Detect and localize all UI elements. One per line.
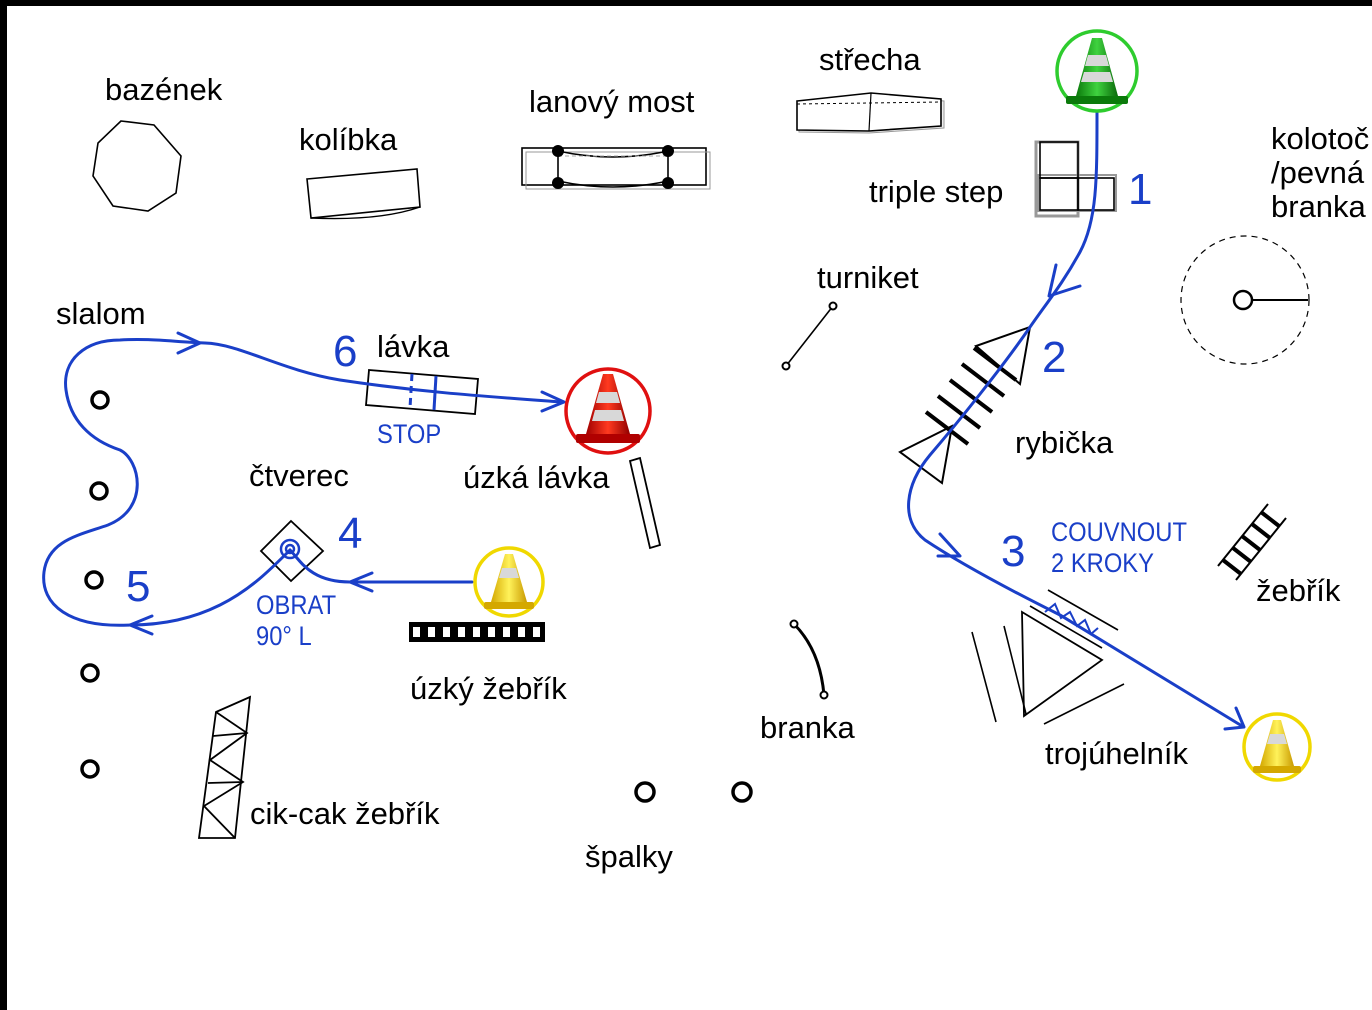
kolotoc-carousel [1180, 235, 1310, 365]
route-segment-cone-4 [288, 548, 474, 584]
bazenek-pool [92, 120, 182, 212]
lanovy-most-rope-bridge [521, 145, 711, 190]
turniket-turnstile [781, 301, 838, 371]
label-triple-step: triple step [869, 174, 1004, 209]
route-segment-slalom [42, 337, 564, 627]
label-rybicka: rybička [1015, 425, 1114, 460]
step-number-4: 4 [338, 509, 363, 558]
strecha-roof [796, 92, 945, 134]
waypoint-cone-triangle [1242, 712, 1312, 782]
note-obrat-line-1: OBRAT [256, 590, 337, 620]
label-zebrik: žebřík [1256, 573, 1341, 608]
label-kolotoc: kolotoč /pevná branka [1271, 121, 1370, 225]
arrowhead-to-square [348, 571, 374, 593]
label-uzky-zebrik: úzký žebřík [410, 671, 567, 706]
label-spalky: špalky [585, 839, 673, 874]
note-couvnout: COUVNOUT 2 KROKY [1051, 517, 1187, 579]
lavka-bench [365, 369, 479, 415]
note-stop: STOP [377, 419, 442, 449]
uzky-zebrik-narrow-ladder [409, 622, 545, 642]
route-arrowheads [128, 263, 1246, 731]
label-ctverec: čtverec [249, 458, 349, 493]
kolibka-rocker [306, 168, 421, 220]
arrowhead-slalom [176, 331, 202, 355]
note-obrat-line-2: 90° L [256, 621, 312, 652]
arrowhead-finish [540, 390, 566, 413]
arrowhead-start [1047, 263, 1082, 298]
step-number-2: 2 [1042, 333, 1067, 382]
obrat-turn-marker [279, 538, 301, 560]
route-segment-2-3 [907, 328, 1244, 728]
branka-gate [789, 619, 829, 700]
arrowhead-couvnout [936, 532, 962, 558]
label-kolotoc-line-2: /pevná [1271, 155, 1365, 191]
step-number-3: 3 [1001, 527, 1026, 576]
step-number-6: 6 [333, 327, 358, 376]
label-trojuhelnik: trojúhelník [1045, 736, 1189, 771]
note-couvnout-line-1: COUVNOUT [1051, 517, 1187, 547]
route-segment-4-5 [128, 548, 292, 627]
step-number-5: 5 [126, 562, 151, 611]
route-path [42, 110, 1244, 728]
label-turniket: turniket [817, 260, 919, 295]
triple-step-blocks [1034, 140, 1117, 218]
label-strecha: střecha [819, 42, 921, 77]
slalom-poles [80, 390, 110, 779]
label-kolibka: kolíbka [299, 122, 398, 157]
label-kolotoc-line-1: kolotoč [1271, 121, 1370, 156]
note-couvnout-line-2: 2 KROKY [1051, 548, 1155, 579]
stop-line [408, 373, 438, 411]
label-uzka-lavka: úzká lávka [463, 460, 610, 495]
waypoint-cone-square [473, 546, 545, 618]
uzka-lavka-narrow-beam [628, 456, 662, 550]
label-lavka: lávka [377, 329, 450, 364]
label-slalom: slalom [56, 296, 146, 331]
start-cone [1055, 29, 1139, 113]
spalky-blocks [634, 781, 753, 803]
arrowhead-to-5 [128, 614, 154, 636]
label-branka: branka [760, 710, 855, 745]
zebrik-ladder [1217, 503, 1287, 581]
label-bazenek: bazének [105, 72, 223, 107]
step-number-1: 1 [1128, 165, 1153, 214]
cik-cak-zebrik-zigzag-ladder [197, 695, 252, 839]
label-cik-cak-zebrik: cik-cak žebřík [250, 796, 440, 831]
finish-cone [564, 367, 652, 455]
ctverec-square [259, 519, 325, 583]
label-lanovy-most: lanový most [529, 84, 695, 119]
arrowhead-cone-3 [1223, 706, 1246, 731]
route-segment-1-2 [1026, 110, 1099, 332]
note-obrat: OBRAT 90° L [256, 590, 336, 652]
trojuhelnik-triangle [971, 589, 1125, 725]
couvnout-zigzag [1044, 602, 1099, 636]
rybicka-fishbone [898, 325, 1032, 485]
label-kolotoc-line-3: branka [1271, 189, 1366, 225]
